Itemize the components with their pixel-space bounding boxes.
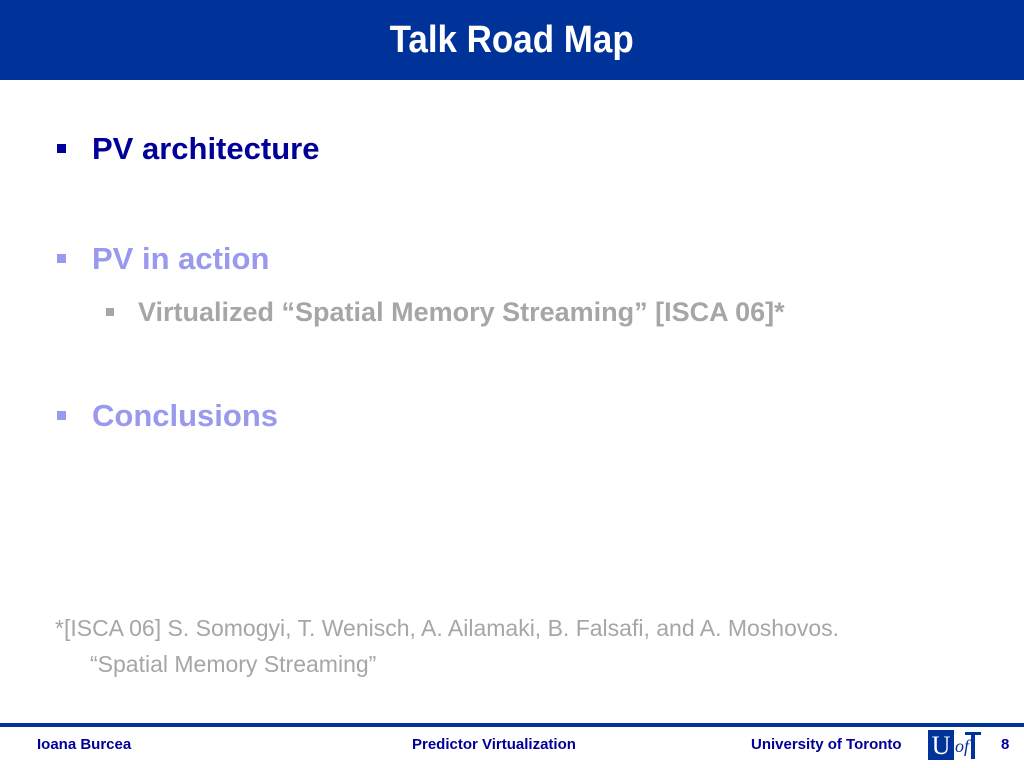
- square-bullet-icon: [57, 144, 66, 153]
- bullet-text: PV in action: [92, 241, 270, 276]
- footer-divider: [0, 723, 1024, 727]
- footer-author: Ioana Burcea: [37, 736, 132, 753]
- page-number: 8: [1001, 736, 1010, 753]
- footer-institution: University of Toronto: [751, 736, 902, 753]
- footnote-line-2: “Spatial Memory Streaming”: [90, 651, 377, 677]
- uoft-logo-icon: U of: [927, 729, 983, 761]
- bullet-text: Conclusions: [92, 398, 279, 433]
- bullet-text: Virtualized “Spatial Memory Streaming” […: [138, 297, 785, 327]
- svg-text:U: U: [932, 731, 951, 760]
- title-bar: Talk Road Map: [0, 0, 1024, 80]
- bullet-text: PV architecture: [92, 131, 320, 166]
- footer-talk-title: Predictor Virtualization: [412, 736, 576, 753]
- svg-text:of: of: [955, 736, 972, 756]
- square-bullet-icon: [57, 254, 66, 263]
- slide-title: Talk Road Map: [389, 18, 635, 61]
- square-bullet-icon: [106, 308, 114, 316]
- square-bullet-icon: [57, 411, 66, 420]
- footnote-line-1: *[ISCA 06] S. Somogyi, T. Wenisch, A. Ai…: [55, 615, 840, 641]
- footnote: *[ISCA 06] S. Somogyi, T. Wenisch, A. Ai…: [55, 610, 955, 682]
